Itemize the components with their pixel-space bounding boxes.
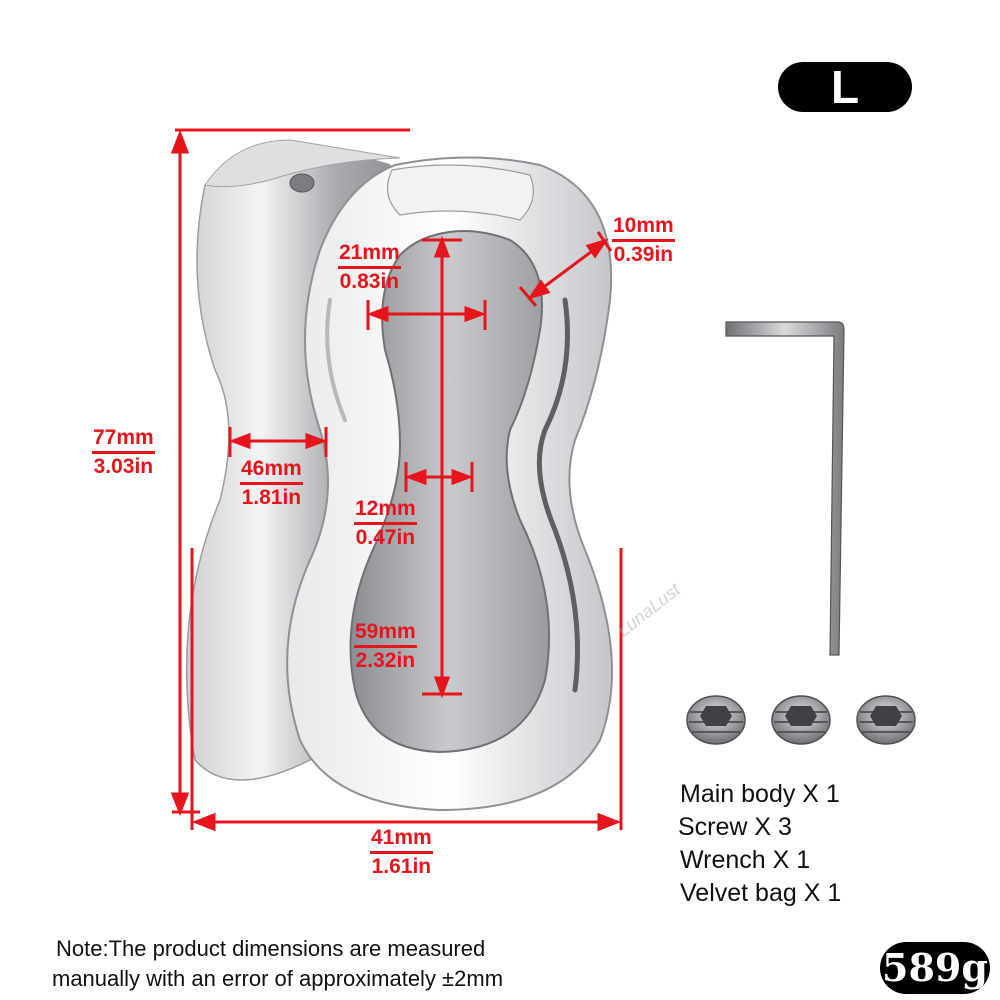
dimension-width-in: 1.61in	[371, 855, 432, 879]
ring-highlight-left	[325, 298, 347, 422]
dimension-waist-in: 0.47in	[355, 526, 416, 550]
measurement-note: Note:The product dimensions are measured…	[52, 934, 503, 994]
screw-hole	[289, 173, 315, 193]
wrench	[725, 321, 845, 656]
weight-badge: 589g	[880, 942, 990, 994]
dimension-height-mm: 77mm	[92, 426, 155, 455]
dimension-opening-height-mm: 59mm	[354, 620, 417, 649]
screw	[686, 695, 746, 745]
dimension-opening-width-in: 0.83in	[339, 270, 400, 294]
dimension-height-in: 3.03in	[93, 455, 154, 479]
ring-top-joint	[386, 164, 534, 221]
ring-highlight	[536, 297, 580, 693]
contents-item: Main body X 1	[680, 780, 840, 808]
contents-item: Screw X 3	[678, 813, 792, 841]
screw	[771, 695, 831, 745]
size-badge: L	[778, 62, 912, 112]
dimension-depth-mm: 46mm	[240, 457, 303, 486]
dimension-depth-in: 1.81in	[241, 486, 302, 510]
dimension-width-mm: 41mm	[370, 826, 433, 855]
measurement-lines	[170, 128, 623, 832]
ring-opening	[349, 230, 551, 754]
dimension-wall-label: 10mm 0.39in	[612, 214, 675, 267]
screws	[686, 695, 916, 745]
dimension-height-label: 77mm 3.03in	[92, 426, 155, 479]
note-line: manually with an error of approximately …	[52, 966, 504, 991]
ring-top-cap	[204, 139, 401, 188]
dimension-waist-label: 12mm 0.47in	[354, 497, 417, 550]
contents-item: Wrench X 1	[680, 846, 811, 874]
note-line: Note:The product dimensions are measured	[56, 936, 486, 961]
dimension-wall-mm: 10mm	[612, 214, 675, 243]
dimension-depth-label: 46mm 1.81in	[240, 457, 303, 510]
dimension-opening-height-label: 59mm 2.32in	[354, 620, 417, 673]
screw	[856, 695, 916, 745]
dimension-wall-in: 0.39in	[613, 243, 674, 267]
dimension-opening-width-label: 21mm 0.83in	[338, 241, 401, 294]
dimension-opening-height-in: 2.32in	[355, 649, 416, 673]
dimension-width-label: 41mm 1.61in	[370, 826, 433, 879]
dimension-waist-mm: 12mm	[354, 497, 417, 526]
dimension-opening-width-mm: 21mm	[338, 241, 401, 270]
package-contents-list: Main body X 1 Screw X 3 Wrench X 1 Velve…	[678, 778, 842, 910]
contents-item: Velvet bag X 1	[680, 879, 842, 907]
